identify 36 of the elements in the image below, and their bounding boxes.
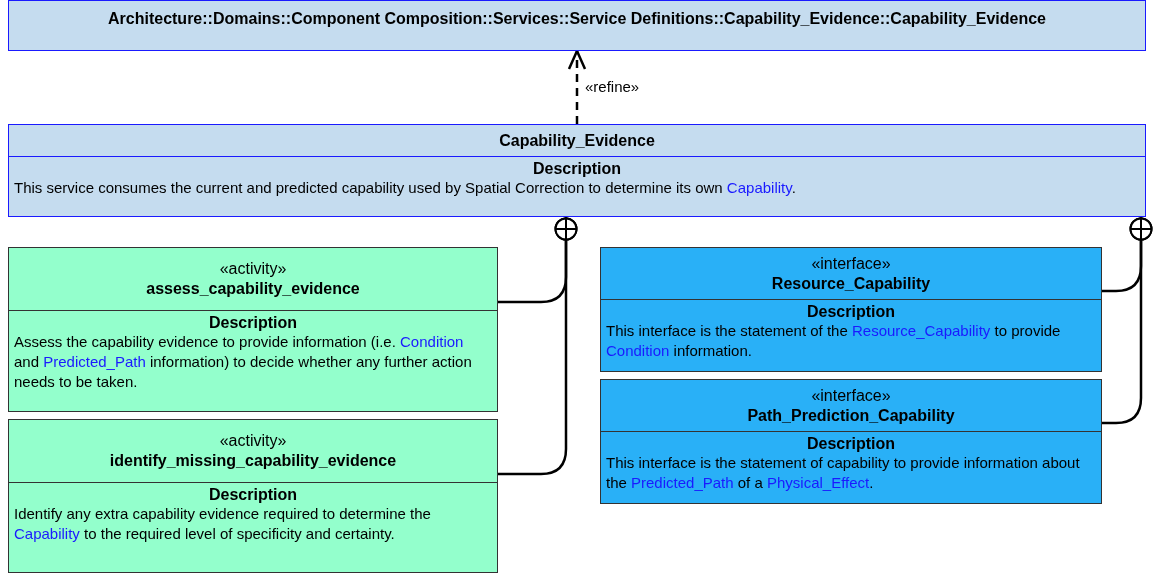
activity-block	[8, 419, 498, 573]
stereotype-label: «activity»	[219, 259, 287, 279]
section-heading: Description	[806, 435, 896, 453]
section-heading: Description	[208, 314, 298, 332]
description-text: This service consumes the current and predicted capability used by Spatial Correction to determine its own Capability.	[13, 178, 797, 198]
link: Predicted_Path	[43, 353, 146, 370]
stereotype-label: «interface»	[811, 253, 891, 274]
element-name: assess_capability_evidence	[146, 279, 360, 299]
service-block	[8, 124, 1146, 217]
interface-block	[600, 379, 1102, 504]
interface-block	[600, 247, 1102, 372]
containment-connector	[498, 217, 578, 476]
description-text: This interface is the statement of capability to provide information about the Predicted_Path of a Physical_Effect.	[605, 453, 1081, 493]
package-box	[8, 0, 1146, 51]
description-text: Assess the capability evidence to provide information (i.e. Condition and Predicted_Path information) to decide whether any further action needs to be taken.	[13, 332, 473, 392]
link: Condition	[606, 342, 670, 359]
element-name: Resource_Capability	[771, 273, 931, 294]
element-name: Architecture::Domains::Component Composition::Services::Service Definitions::Capability_Evidence::Capability_Evidence	[108, 9, 1046, 29]
element-name: identify_missing_capability_evidence	[109, 451, 397, 471]
link: Capability	[14, 525, 80, 542]
link: Capability	[726, 179, 792, 196]
stereotype-label: «interface»	[811, 385, 891, 406]
section-heading: Description	[208, 486, 298, 504]
element-name: Capability_Evidence	[499, 130, 655, 151]
activity-block	[8, 247, 498, 412]
stereotype-label: «activity»	[219, 431, 287, 451]
description-text: This interface is the statement of the Resource_Capability to provide Condition information.	[605, 321, 1062, 361]
description-text: Identify any extra capability evidence required to determine the Capability to the required level of specificity and certainty.	[13, 504, 432, 544]
section-heading: Description	[532, 160, 622, 178]
link: Predicted_Path	[631, 474, 734, 491]
link: Resource_Capability	[851, 322, 991, 339]
section-heading: Description	[806, 303, 896, 321]
link: Condition	[400, 333, 464, 350]
element-name: Path_Prediction_Capability	[747, 405, 955, 426]
dependency-arrow	[567, 49, 587, 124]
containment-connector	[1102, 217, 1153, 425]
